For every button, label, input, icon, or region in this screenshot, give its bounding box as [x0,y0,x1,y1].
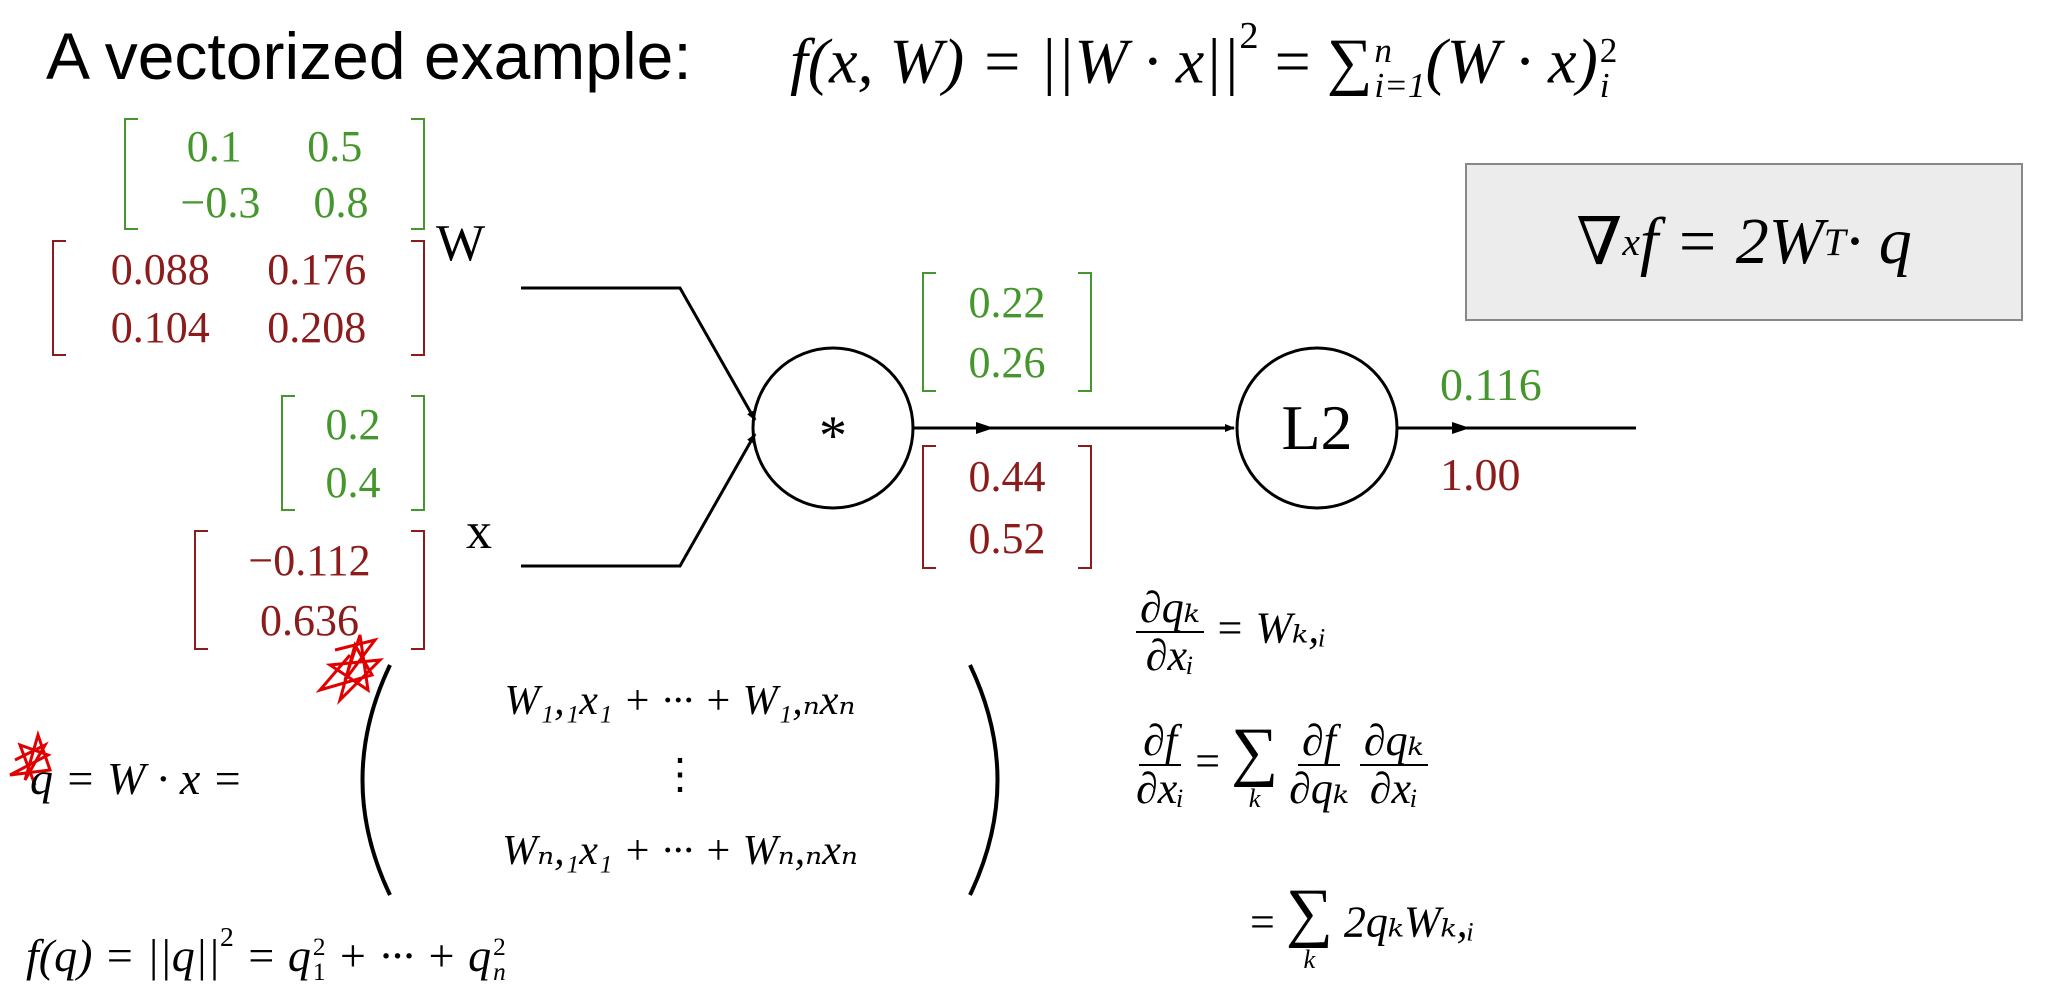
output-value: 0.116 [1440,359,1542,410]
vector-cell: −0.112 [248,535,371,585]
transpose-sup: T [1823,220,1846,264]
W-gradient-matrix: 0.088 0.176 0.104 0.208 [52,240,425,356]
sum-lower: i=1 [1374,65,1426,105]
sum-index: k [1303,944,1316,974]
slide-title: A vectorized example: [46,19,692,93]
W-value-matrix: 0.1 0.5 −0.3 0.8 [124,118,425,230]
matrix-cell: 0.1 [186,121,242,171]
fraction-numerator: ∂qₖ [1359,717,1428,767]
derivative-f-result: = ∑k 2qₖWₖ,ᵢ [1250,876,1475,974]
derivative-q-wrt-x: ∂qₖ∂xᵢ = Wₖ,ᵢ [1136,584,1327,681]
matrix-cell: 0.104 [110,302,210,352]
vector-cell: 0.4 [325,457,381,507]
q-value-vector: 0.22 0.26 [922,272,1092,392]
annotation-scribble [315,634,385,706]
f-part: + ··· + q [325,929,492,981]
matrix-cell: 0.088 [110,244,210,294]
formula-sup: 2 [1239,15,1259,57]
matrix-cell: 0.5 [307,121,363,171]
matrix-cell: 0.208 [267,302,367,352]
matrix-cell: −0.3 [180,177,261,227]
matrix-cell: 0.8 [313,177,369,227]
f-sub: n [493,958,506,987]
output-gradient: 1.00 [1440,449,1521,500]
edge-q-mid-arrow [976,422,994,434]
x-value-vector: 0.2 0.4 [281,395,425,511]
nabla-sub: x [1622,220,1640,264]
f-sup: 2 [312,932,326,961]
q-definition-lhs: q = W · x = [30,753,243,804]
nabla-symbol: ∇ [1576,206,1623,279]
multiply-node-label: * [819,405,847,467]
edge-W [521,286,757,421]
body-sup: 2 [1599,30,1618,70]
vector-cell: 0.26 [968,337,1046,387]
left-paren [360,664,392,896]
fraction-numerator: ∂f [1298,717,1340,767]
f-part: f(q) = ||q|| [26,929,221,981]
l2-node-label: L2 [1281,392,1353,463]
sum-symbol: ∑ [1285,876,1333,949]
vector-cell: 0.22 [968,277,1046,327]
W-label: W [436,215,486,272]
sum-symbol: ∑ [1326,25,1373,97]
equals: = [1250,897,1275,947]
sum-upper: n [1374,30,1392,70]
f-sub: 1 [312,958,326,987]
sum-index: k [1248,782,1261,813]
annotation-scribble [9,730,53,786]
f-sup: 2 [493,932,506,961]
fraction-denominator: ∂xᵢ [1369,764,1418,814]
q-gradient-vector: 0.44 0.52 [922,445,1092,569]
edge-output-arrow [1452,422,1470,434]
vector-cell: 0.44 [968,451,1046,501]
f-sup: 2 [220,921,234,952]
formula-body: (W · x) [1425,25,1598,97]
fraction-numerator: ∂f [1139,717,1182,767]
q-row-n: Wₙ,₁x₁ + ··· + Wₙ,ₙxₙ [502,828,858,874]
matrix-cell: 0.176 [267,244,367,294]
edge-x [521,433,757,568]
equals: = [1195,736,1221,786]
x-gradient-vector: −0.112 0.636 [194,530,425,650]
sum-symbol: ∑ [1231,714,1279,788]
derivative-rhs: = Wₖ,ᵢ [1214,603,1327,653]
f-part: = q [233,929,311,981]
vector-cell: 0.52 [968,513,1046,563]
q-row-vdots: ⋮ [659,752,701,798]
formula-part: f(x, W) = ||W · x|| [790,25,1240,97]
derivative-f-chain-rule: ∂f∂xᵢ = ∑k ∂f∂qₖ ∂qₖ∂xᵢ [1136,714,1428,814]
right-paren [968,664,1000,896]
vector-cell: 0.2 [325,399,381,449]
fraction-denominator: ∂xᵢ [1136,764,1185,814]
vector-cell: 0.636 [260,595,359,645]
fraction-denominator: ∂qₖ [1289,764,1349,814]
fraction-numerator: ∂qₖ [1136,584,1204,634]
x-label: x [466,503,492,560]
formula-eq: = [1258,25,1327,97]
derivative-rhs: 2qₖWₖ,ᵢ [1343,897,1475,947]
fraction-denominator: ∂xᵢ [1145,631,1195,681]
q-row-1: W₁,₁x₁ + ··· + W₁,ₙxₙ [504,678,856,724]
gradient-tail: · q [1845,205,1912,278]
body-sub: i [1599,65,1610,105]
gradient-expr: f = 2W [1639,205,1824,278]
